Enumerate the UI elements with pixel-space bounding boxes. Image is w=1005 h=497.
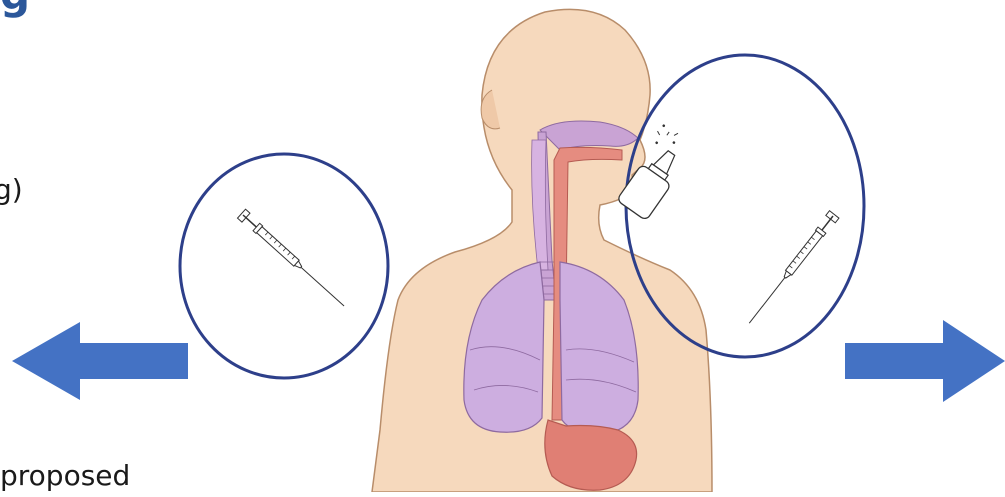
- text-fragment-upper: g): [0, 176, 23, 204]
- right-circle: [626, 55, 864, 357]
- heading-fragment: g: [0, 0, 30, 16]
- left-injection-group: [180, 154, 388, 378]
- text-fragment-lower: proposed: [0, 462, 130, 490]
- human-figure: [372, 9, 712, 492]
- syringe-icon: [745, 211, 839, 327]
- syringe-icon: [237, 209, 348, 310]
- arrow-left-icon: [12, 322, 188, 400]
- arrow-right-icon: [845, 320, 1005, 402]
- left-circle: [180, 154, 388, 378]
